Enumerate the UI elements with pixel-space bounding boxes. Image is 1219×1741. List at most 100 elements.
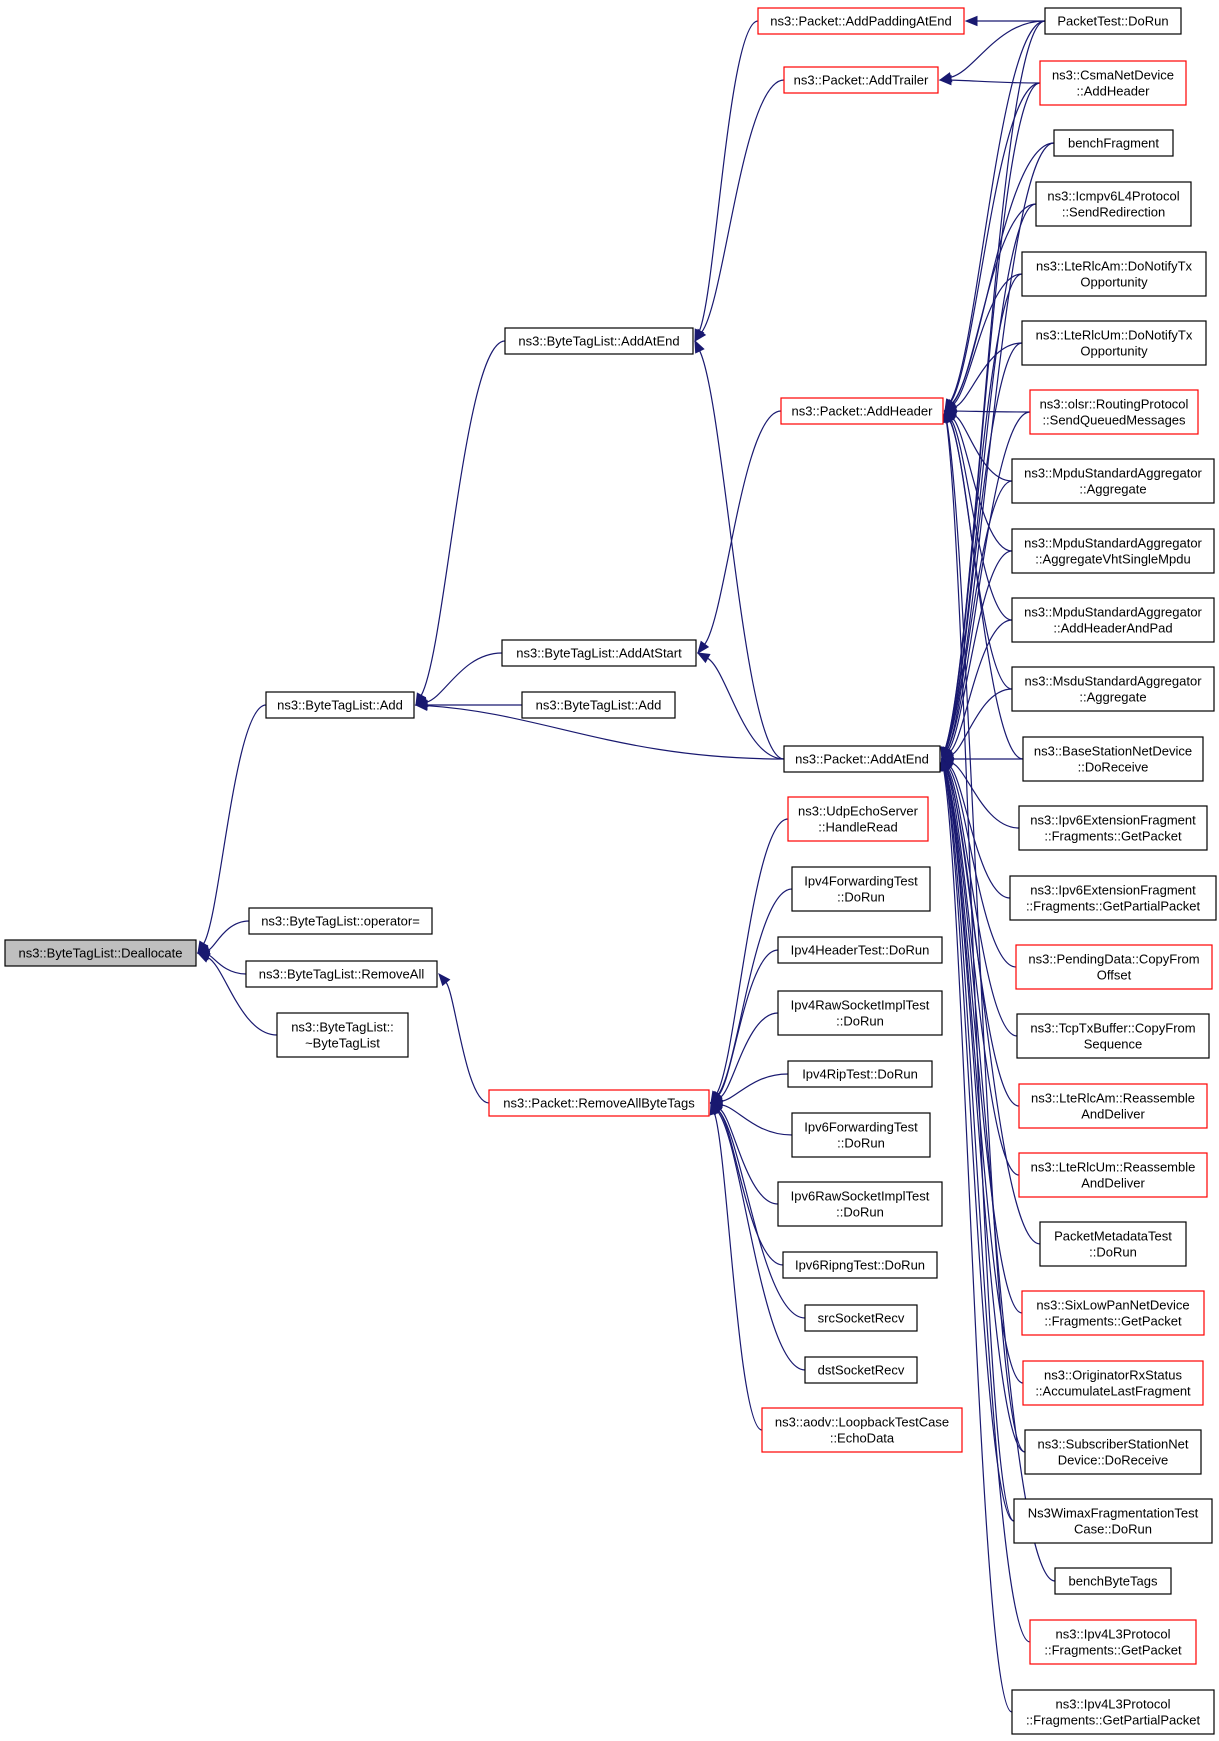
call-edge-line (721, 1073, 789, 1102)
node-subscriber[interactable]: ns3::SubscriberStationNetDevice::DoRecei… (1024, 1429, 1202, 1475)
node-ipv4l3_get[interactable]: ns3::Ipv4L3Protocol::Fragments::GetPacke… (1029, 1619, 1197, 1665)
node-udpecho[interactable]: ns3::UdpEchoServer::HandleRead (787, 796, 929, 842)
call-edge-line (945, 203, 1037, 749)
node-btl_add[interactable]: ns3::ByteTagList::Add (265, 691, 415, 719)
node-pkt_addatend[interactable]: ns3::Packet::AddAtEnd (783, 745, 941, 773)
call-edge-line (950, 419, 1013, 621)
node-box (4, 939, 197, 967)
node-originator[interactable]: ns3::OriginatorRxStatus::AccumulateLastF… (1022, 1360, 1204, 1406)
node-box (804, 1356, 918, 1384)
node-label: ~ByteTagList (305, 1036, 380, 1051)
call-edge-pkt_addatend-to-btl_add (414, 700, 785, 760)
node-benchbyte[interactable]: benchByteTags (1054, 1567, 1172, 1595)
call-edge-line (203, 704, 267, 944)
call-edge-line (718, 1110, 784, 1266)
call-edge-line (704, 410, 782, 645)
node-label: ::DoRun (837, 890, 885, 905)
node-label: ns3::ByteTagList::Add (536, 698, 662, 713)
node-label: ns3::LteRlcUm::Reassemble (1031, 1160, 1196, 1175)
node-olsr[interactable]: ns3::olsr::RoutingProtocol::SendQueuedMe… (1029, 389, 1199, 435)
call-edge-line (946, 768, 1020, 1107)
node-label: ns3::MpduStandardAggregator (1024, 466, 1202, 481)
node-mpdu_agg[interactable]: ns3::MpduStandardAggregator::Aggregate (1011, 458, 1215, 504)
node-label: ns3::LteRlcUm::DoNotifyTx (1036, 328, 1193, 343)
node-ipv6ext_partial[interactable]: ns3::Ipv6ExtensionFragment::Fragments::G… (1009, 875, 1217, 921)
call-edge-arrowhead (694, 339, 705, 354)
node-box (787, 796, 929, 842)
node-btl_dtor[interactable]: ns3::ByteTagList::~ByteTagList (276, 1012, 409, 1058)
node-ipv6ext_get[interactable]: ns3::Ipv6ExtensionFragment::Fragments::G… (1018, 805, 1208, 851)
call-edge-line (717, 1111, 806, 1371)
node-csma[interactable]: ns3::CsmaNetDevice::AddHeader (1039, 60, 1187, 106)
node-pkt_addheader[interactable]: ns3::Packet::AddHeader (780, 397, 944, 425)
node-basestation[interactable]: ns3::BaseStationNetDevice::DoReceive (1022, 736, 1204, 782)
node-btl_addatend[interactable]: ns3::ByteTagList::AddAtEnd (504, 327, 694, 355)
node-dstsock[interactable]: dstSocketRecv (804, 1356, 918, 1384)
node-benchfrag[interactable]: benchFragment (1053, 129, 1174, 157)
node-pkt_removeallbytetags[interactable]: ns3::Packet::RemoveAllByteTags (488, 1089, 710, 1117)
node-label: ns3::Ipv6ExtensionFragment (1030, 883, 1196, 898)
node-label: ::DoRun (836, 1205, 884, 1220)
node-ipv6raw[interactable]: Ipv6RawSocketImplTest::DoRun (777, 1181, 943, 1227)
node-ipv4l3_partial[interactable]: ns3::Ipv4L3Protocol::Fragments::GetParti… (1011, 1689, 1215, 1735)
node-box (783, 745, 941, 773)
node-mpdu_vht[interactable]: ns3::MpduStandardAggregator::AggregateVh… (1011, 528, 1215, 574)
call-edge-arrowhead (938, 74, 952, 86)
node-pkttest[interactable]: PacketTest::DoRun (1044, 7, 1182, 35)
node-label: ns3::aodv::LoopbackTestCase (775, 1415, 949, 1430)
node-mpdu_pad[interactable]: ns3::MpduStandardAggregator::AddHeaderAn… (1011, 597, 1215, 643)
node-icmpv6[interactable]: ns3::Icmpv6L4Protocol::SendRedirection (1035, 181, 1192, 227)
call-edge-arrowhead (694, 328, 707, 343)
node-label: ns3::ByteTagList::AddAtEnd (518, 334, 679, 349)
node-label: ::HandleRead (818, 820, 898, 835)
node-label: ::AggregateVhtSingleMpdu (1035, 552, 1190, 567)
node-box (1021, 320, 1207, 366)
node-label: ::DoRun (1089, 1245, 1137, 1260)
node-pkt_addpadding[interactable]: ns3::Packet::AddPaddingAtEnd (757, 7, 965, 35)
node-pktmeta[interactable]: PacketMetadataTest::DoRun (1039, 1221, 1187, 1267)
node-label: ns3::BaseStationNetDevice (1034, 744, 1192, 759)
node-btl_removeall[interactable]: ns3::ByteTagList::RemoveAll (245, 960, 438, 988)
node-box (1018, 805, 1208, 851)
call-edge-arrowhead (696, 652, 711, 664)
node-box (782, 1251, 938, 1279)
node-box (1053, 129, 1174, 157)
node-btl_add2[interactable]: ns3::ByteTagList::Add (521, 691, 676, 719)
call-edge-line (208, 954, 247, 975)
call-edge-line (944, 769, 1024, 1384)
node-ipv4raw[interactable]: Ipv4RawSocketImplTest::DoRun (777, 990, 943, 1036)
node-label: ::AddHeader (1077, 84, 1151, 99)
node-ipv6ripng[interactable]: Ipv6RipngTest::DoRun (782, 1251, 938, 1279)
node-pkt_addtrailer[interactable]: ns3::Packet::AddTrailer (783, 66, 939, 94)
call-edge-arrowhead (938, 757, 950, 772)
node-label: ns3::SubscriberStationNet (1037, 1437, 1188, 1452)
node-srcsock[interactable]: srcSocketRecv (804, 1304, 918, 1332)
node-msdu_agg[interactable]: ns3::MsduStandardAggregator::Aggregate (1011, 666, 1215, 712)
node-box (1021, 251, 1207, 297)
node-ipv6fwd[interactable]: Ipv6ForwardingTest::DoRun (791, 1112, 931, 1158)
node-label: ns3::Packet::AddTrailer (794, 73, 929, 88)
node-btl_addatstart[interactable]: ns3::ByteTagList::AddAtStart (501, 639, 697, 667)
node-aodvloop[interactable]: ns3::aodv::LoopbackTestCase::EchoData (761, 1407, 963, 1453)
node-ipv4fwd[interactable]: Ipv4ForwardingTest::DoRun (791, 866, 931, 912)
node-label: Opportunity (1080, 275, 1148, 290)
node-label: Device::DoReceive (1058, 1453, 1169, 1468)
node-ipv4rip[interactable]: Ipv4RipTest::DoRun (787, 1060, 933, 1088)
node-btl_operator[interactable]: ns3::ByteTagList::operator= (248, 907, 433, 935)
node-ipv4hdr[interactable]: Ipv4HeaderTest::DoRun (777, 936, 943, 964)
node-box (761, 1407, 963, 1453)
node-label: ns3::MsduStandardAggregator (1024, 674, 1202, 689)
call-edge-line (426, 652, 503, 703)
node-box (1011, 528, 1215, 574)
node-label: Ipv6RawSocketImplTest (791, 1189, 930, 1204)
node-sixlowpan[interactable]: ns3::SixLowPanNetDevice::Fragments::GetP… (1021, 1290, 1205, 1336)
node-label: ns3::PendingData::CopyFrom (1028, 952, 1199, 967)
node-box (1022, 736, 1204, 782)
